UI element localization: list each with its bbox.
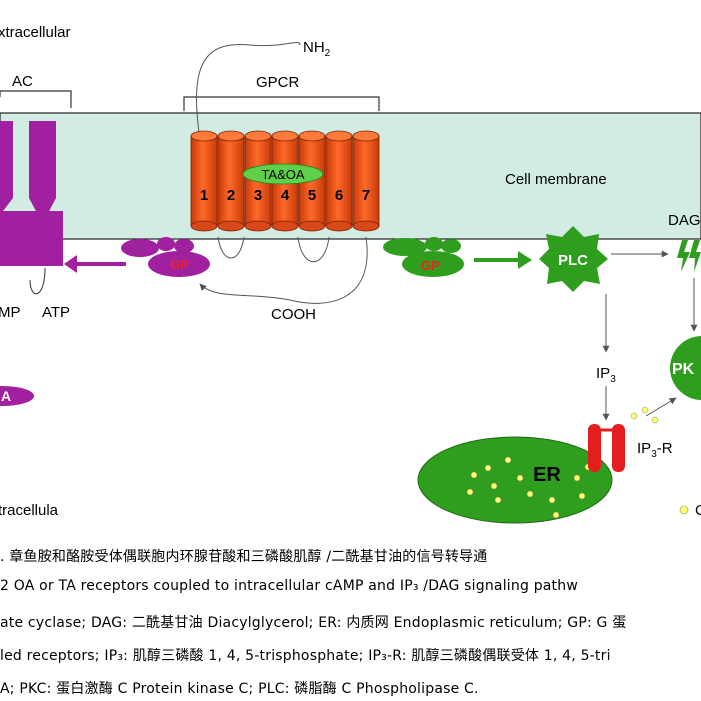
- pka-ellipse: [0, 386, 34, 406]
- dag-molecules: [677, 240, 701, 272]
- dag-label: DAG: [668, 212, 701, 229]
- helix-1: 1: [190, 130, 218, 232]
- nh2-label: NH2: [303, 39, 331, 59]
- intracellular-label: tracellula: [0, 502, 59, 519]
- calcium-dot: [552, 511, 560, 519]
- helix-number-5: 5: [308, 187, 316, 204]
- calcium-dot: [573, 474, 581, 482]
- ta-oa-ligand: [242, 163, 324, 185]
- figure-caption-line3: ate cyclase; DAG: 二酰基甘油 Diacylglycerol; …: [0, 615, 627, 631]
- helix-7: 7: [352, 130, 380, 232]
- ac-label: AC: [12, 73, 33, 90]
- calcium-legend-label: C: [695, 502, 701, 519]
- calcium-dot: [504, 456, 512, 464]
- figure-caption-line2: 2 OA or TA receptors coupled to intracel…: [0, 578, 578, 594]
- atp-label: ATP: [42, 304, 70, 321]
- amp-label: MP: [0, 304, 21, 321]
- calcium-dots-er: [466, 456, 592, 519]
- pkc-circle: [670, 336, 701, 400]
- ac-bracket: [0, 90, 72, 108]
- calcium-dot: [651, 416, 659, 424]
- gp-right-label: GP: [421, 258, 440, 273]
- g-protein-right: [383, 237, 464, 277]
- atp-loop: [29, 267, 46, 295]
- calcium-release-dots: [630, 406, 659, 424]
- gp-left-label: GP: [170, 257, 189, 272]
- calcium-dot: [494, 496, 502, 504]
- helix-2: 2: [217, 130, 245, 232]
- calcium-dot: [578, 492, 586, 500]
- gpcr-bracket: [183, 96, 380, 111]
- helix-number-7: 7: [362, 187, 370, 204]
- calcium-dot: [548, 496, 556, 504]
- helix-number-3: 3: [254, 187, 262, 204]
- g-protein-left: [121, 237, 210, 277]
- endoplasmic-reticulum: [417, 436, 613, 524]
- figure-caption-line5: A; PKC: 蛋白激酶 C Protein kinase C; PLC: 磷脂…: [0, 681, 479, 697]
- ip3-label: IP3: [596, 365, 616, 385]
- pkc-label: PK: [672, 361, 695, 378]
- helix-number-4: 4: [281, 187, 290, 204]
- plc-star: [539, 226, 608, 292]
- extracellular-label: xtracellular: [0, 24, 71, 41]
- calcium-dot: [630, 412, 638, 420]
- ip3r-label: IP3-R: [637, 440, 673, 460]
- gp-to-plc-arrow: [474, 251, 532, 269]
- plc-label: PLC: [558, 252, 588, 269]
- calcium-dot: [490, 482, 498, 490]
- ta-oa-label: TA&OA: [261, 167, 304, 182]
- er-label: ER: [533, 464, 561, 486]
- figure-caption-line4: led receptors; IP₃: 肌醇三磷酸 1, 4, 5-trisph…: [0, 648, 611, 664]
- helix-number-1: 1: [200, 187, 208, 204]
- calcium-dot: [466, 488, 474, 496]
- figure-caption-line1: . 章鱼胺和酪胺受体偶联胞内环腺苷酸和三磷酸肌醇 /二酰基甘油的信号转导通: [0, 549, 488, 565]
- calcium-to-pkc-arrow: [645, 397, 677, 417]
- calcium-dot: [641, 406, 649, 414]
- calcium-dot: [484, 464, 492, 472]
- intracellular-loops: [217, 236, 330, 263]
- ip3-receptor: [588, 424, 625, 472]
- helix-number-2: 2: [227, 187, 235, 204]
- calcium-dot: [516, 474, 524, 482]
- cell-membrane-label: Cell membrane: [505, 171, 607, 188]
- gp-to-ac-arrow: [64, 255, 126, 273]
- cooh-label: COOH: [271, 306, 316, 323]
- gpcr-helices: 1 2 3 4 5 6 7: [190, 130, 380, 232]
- calcium-dot: [526, 490, 534, 498]
- pka-label: A: [1, 388, 11, 404]
- adenylate-cyclase: [0, 121, 63, 266]
- gpcr-label: GPCR: [256, 74, 300, 91]
- calcium-dot: [470, 471, 478, 479]
- helix-number-6: 6: [335, 187, 343, 204]
- helix-6: 6: [325, 130, 353, 232]
- nh2-terminus-loop: [196, 41, 301, 141]
- cooh-tail: [199, 236, 368, 304]
- calcium-legend-dot: [679, 505, 689, 515]
